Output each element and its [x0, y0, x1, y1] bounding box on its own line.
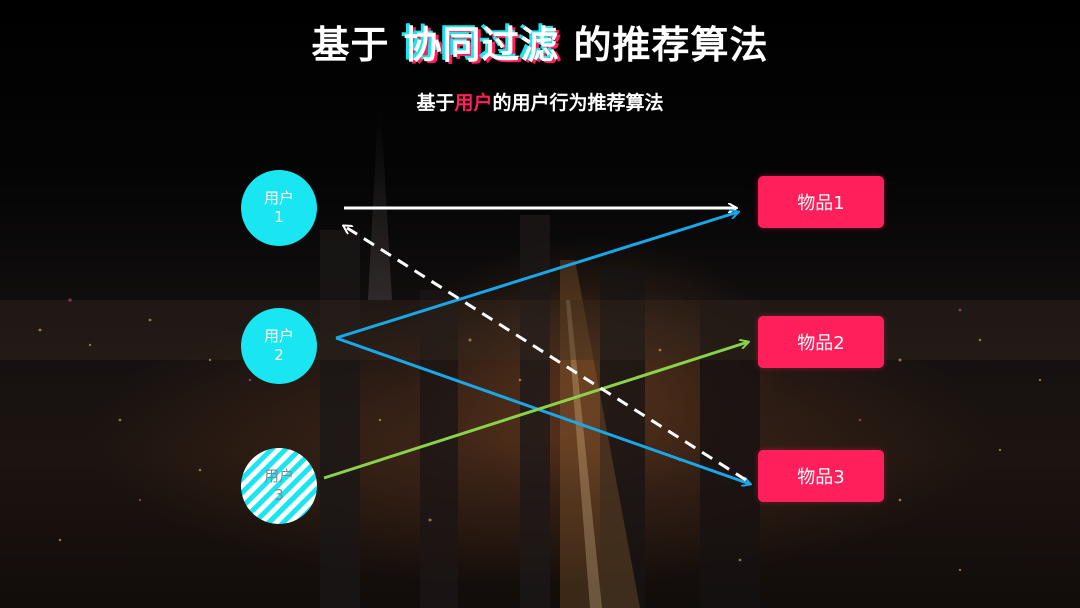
highway-lights — [560, 260, 640, 608]
arrow-user3-item2 — [323, 342, 748, 480]
arrow-user2-item1 — [335, 212, 738, 340]
subtitle-suffix: 的用户行为推荐算法 — [492, 92, 664, 114]
subtitle-prefix: 基于 — [416, 92, 455, 114]
user-node-1: 用户 1 — [241, 170, 317, 246]
item-node-2: 物品2 — [758, 316, 884, 368]
title-highlight: 协同过滤 — [403, 23, 560, 67]
user-node-number: 2 — [274, 346, 284, 364]
arrow-user2-item3 — [335, 336, 750, 484]
item-node-label: 物品3 — [797, 467, 845, 488]
item-node-label: 物品2 — [797, 333, 845, 354]
city-light-dots-pink — [68, 298, 962, 502]
user-node-label: 用户 — [263, 327, 294, 345]
user-node-label: 用户 — [263, 189, 294, 207]
item-node-1: 物品1 — [758, 176, 884, 228]
building-silhouette — [700, 300, 760, 608]
slide-title: 基于协同过滤的推荐算法 — [0, 14, 1080, 69]
user-node-number: 3 — [274, 486, 284, 504]
item-node-label: 物品1 — [797, 193, 845, 214]
user-node-2: 用户 2 — [241, 308, 317, 384]
user-node-label: 用户 — [263, 467, 294, 485]
building-silhouette — [320, 230, 360, 608]
slide-subtitle: 基于用户的用户行为推荐算法 — [0, 88, 1080, 115]
title-prefix: 基于 — [311, 23, 390, 67]
subtitle-highlight: 用户 — [454, 92, 493, 114]
user-node-3: 用户 3 — [241, 448, 317, 524]
user-node-number: 1 — [274, 208, 284, 226]
item-node-3: 物品3 — [758, 450, 884, 502]
highway-lights — [566, 300, 602, 608]
title-suffix: 的推荐算法 — [573, 23, 769, 67]
arrow-recommend-item3-user1 — [344, 226, 747, 482]
building-silhouette — [420, 290, 458, 608]
